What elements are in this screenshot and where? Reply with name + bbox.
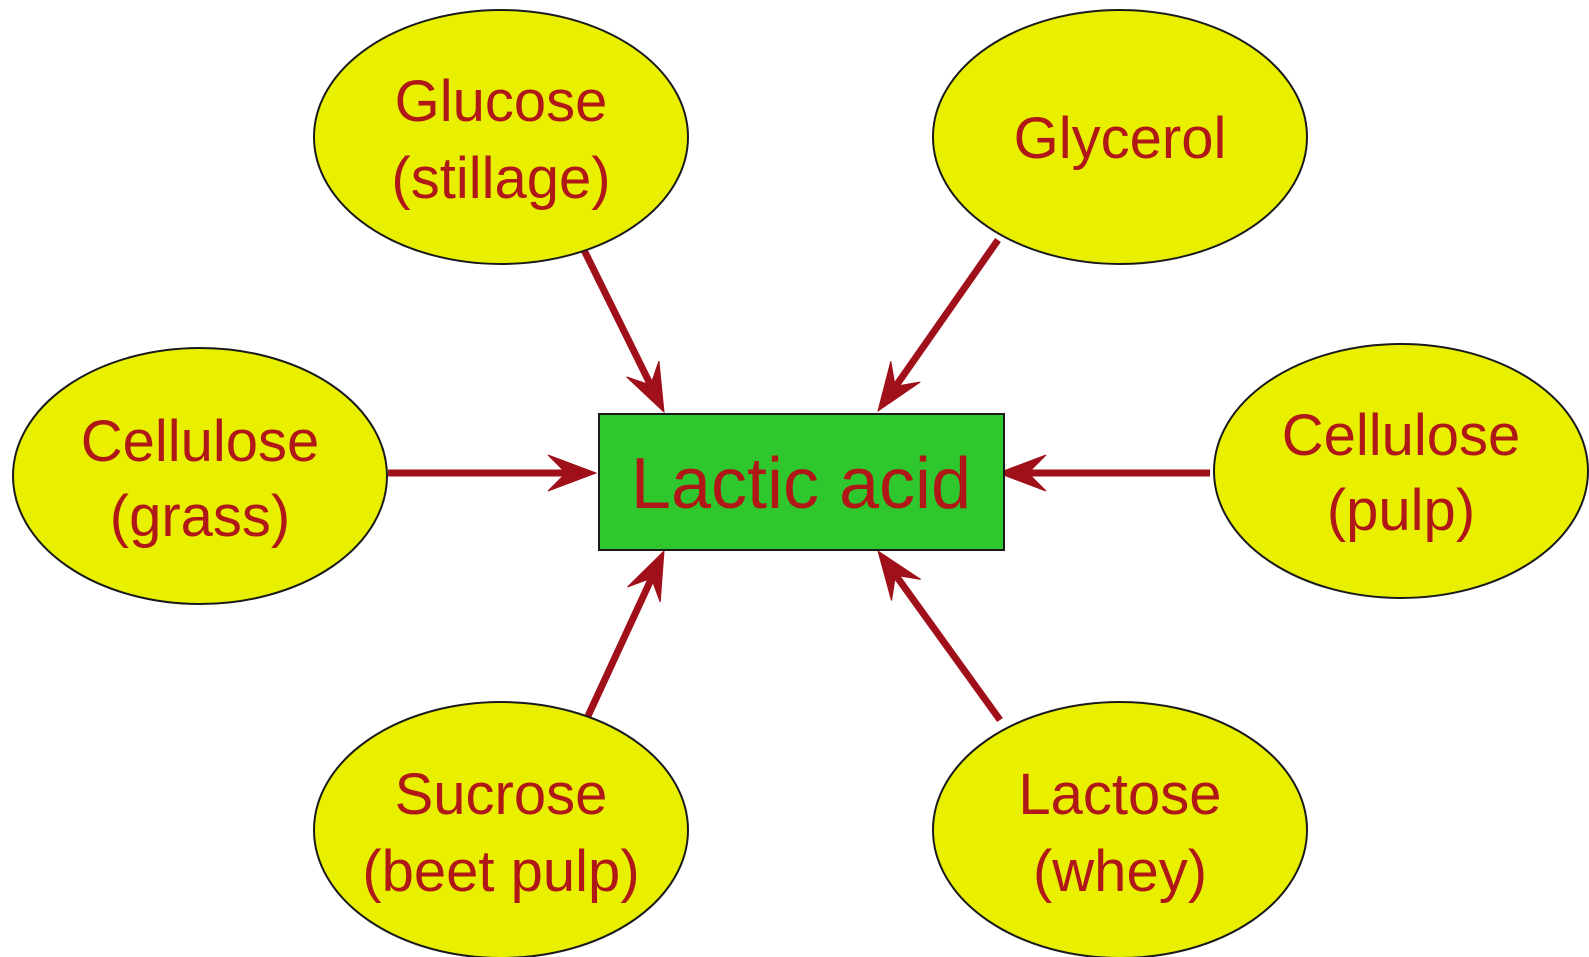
- glucose-label: Glucose: [395, 69, 608, 134]
- arrow-cellulose-pulp-to-lactic-acid: [996, 454, 1210, 492]
- cellulose-pulp-label: Cellulose: [1282, 403, 1521, 468]
- arrow-glucose-to-lactic-acid: [578, 244, 665, 414]
- cellulose-grass-label: Cellulose: [81, 409, 320, 474]
- arrow-sucrose-to-lactic-acid: [584, 549, 665, 718]
- lactic-acid-label: Lactic acid: [631, 444, 971, 524]
- glucose-sublabel: (stillage): [391, 146, 610, 211]
- source-cellulose-grass: Cellulose (grass): [12, 347, 388, 605]
- lactic-acid-box: Lactic acid: [598, 413, 1005, 551]
- source-lactose: Lactose (whey): [932, 701, 1308, 957]
- source-cellulose-pulp: Cellulose (pulp): [1213, 343, 1589, 599]
- source-glucose: Glucose (stillage): [313, 9, 689, 265]
- arrow-lactose-to-lactic-acid: [877, 549, 1003, 723]
- source-sucrose: Sucrose (beet pulp): [313, 701, 689, 957]
- lactose-sublabel: (whey): [1033, 839, 1207, 904]
- lactose-label: Lactose: [1018, 762, 1221, 827]
- glycerol-label: Glycerol: [1014, 106, 1227, 171]
- cellulose-grass-sublabel: (grass): [110, 484, 290, 549]
- arrow-glycerol-to-lactic-acid: [877, 237, 1001, 413]
- source-glycerol: Glycerol: [932, 9, 1308, 265]
- cellulose-pulp-sublabel: (pulp): [1327, 478, 1475, 543]
- sucrose-sublabel: (beet pulp): [362, 839, 639, 904]
- arrow-cellulose-grass-to-lactic-acid: [388, 454, 598, 492]
- sucrose-label: Sucrose: [395, 762, 608, 827]
- arrows: [388, 237, 1210, 723]
